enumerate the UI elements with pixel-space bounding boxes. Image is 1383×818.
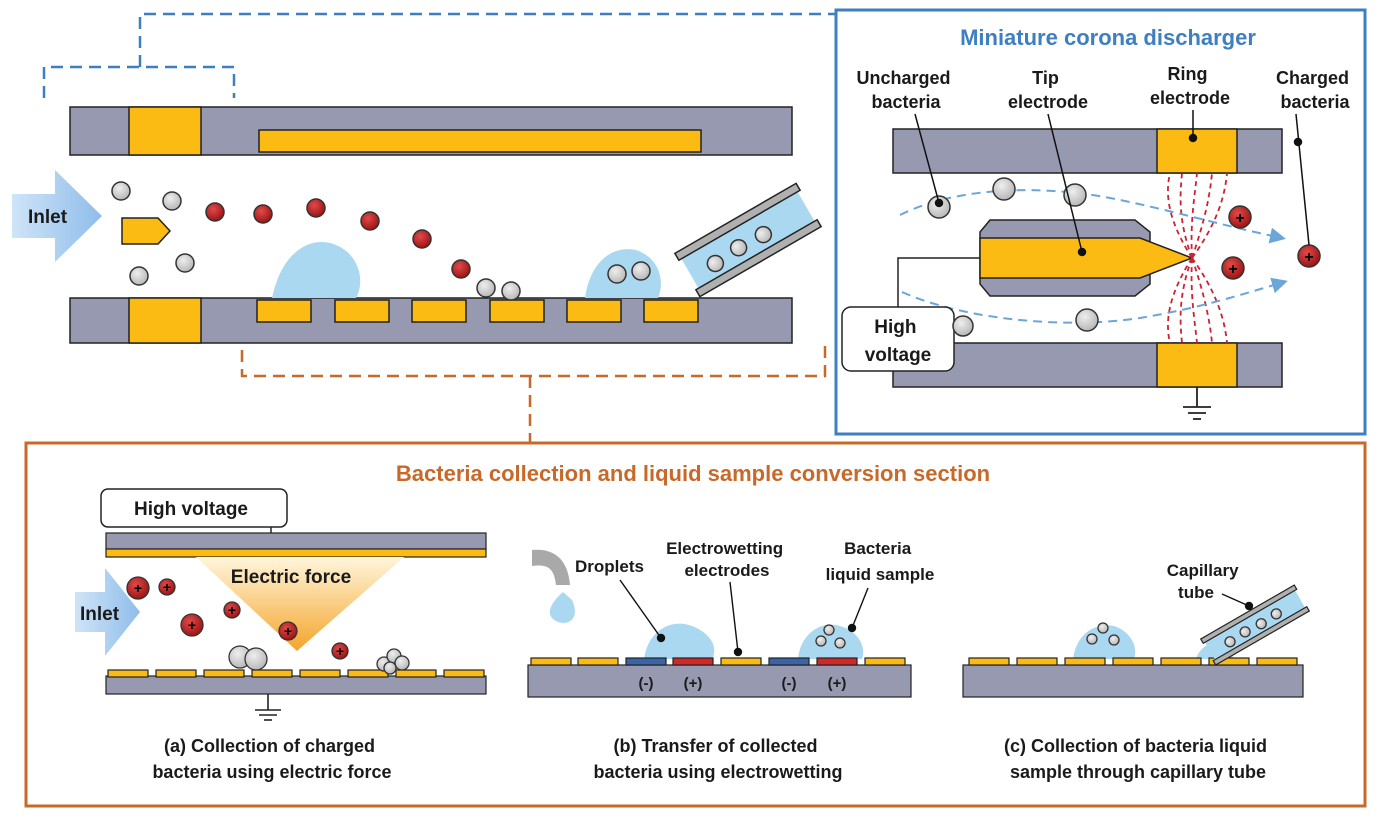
falling-droplet — [549, 592, 575, 623]
charged-label: Charged bacteria — [1276, 68, 1354, 112]
plus-sign: + — [1304, 249, 1313, 266]
corona-ground-icon — [1183, 387, 1211, 420]
corona-leader-lines — [914, 110, 1310, 257]
capillary-label: Capillary tube — [1167, 561, 1244, 602]
tip-electrode-label: Tip electrode — [1008, 68, 1088, 112]
panel-c-caption: (c) Collection of bacteria liquid sample… — [1004, 736, 1272, 782]
plus-sign: + — [163, 579, 171, 595]
main-device: Inlet — [12, 12, 836, 442]
panel-a-ground-icon — [255, 694, 281, 721]
corona-uncharged-bacteria — [927, 177, 1099, 337]
panel-c-droplet — [1073, 625, 1136, 659]
plus-sign: + — [1235, 210, 1244, 227]
electrowetting-label: Electrowetting electrodes — [666, 539, 788, 580]
corona-charged-bacteria: + + + — [1221, 205, 1321, 280]
panel-b-leader-lines — [619, 579, 869, 657]
plus-sign: + — [1228, 261, 1237, 278]
droplet-nozzle — [532, 549, 570, 585]
panel-a-caption: (a) Collection of charged bacteria using… — [152, 736, 391, 782]
panel-a-hv-box — [100, 488, 288, 528]
panel-c-capillary-tube — [1199, 584, 1311, 666]
panel-c-electrodes — [968, 657, 1298, 666]
corona-bottom-ring-electrode — [1156, 342, 1238, 388]
corona-flow-path-upper — [899, 189, 1286, 244]
plus-sign: + — [284, 623, 292, 639]
panel-a-hv-label: High voltage — [134, 499, 248, 520]
plus-sign: + — [188, 617, 196, 633]
orange-connector-line — [240, 343, 827, 442]
top-collection-electrode — [258, 129, 702, 153]
electric-force-cone — [196, 557, 404, 651]
top-ring-electrode — [128, 106, 202, 156]
panel-b-droplet-2 — [798, 624, 864, 659]
inlet-label: Inlet — [28, 207, 68, 228]
panel-c-plate — [962, 664, 1304, 698]
corona-flow-path-lower — [901, 277, 1288, 324]
panel-c: Capillary tube (c) Collection of bacteri… — [962, 561, 1311, 782]
minus-sign: (-) — [639, 675, 654, 692]
plus-sign: (+) — [828, 675, 847, 692]
electric-force-label: Electric force — [231, 567, 351, 588]
droplets-label: Droplets — [575, 557, 644, 576]
electrowetting-electrode-array — [256, 299, 699, 323]
bottom-ring-electrode — [128, 297, 202, 344]
blue-connector-line — [42, 12, 836, 98]
panel-c-leader-line — [1221, 593, 1254, 611]
corona-tip-electrode — [979, 237, 1195, 279]
corona-top-ring-electrode — [1156, 128, 1238, 174]
minus-sign: (-) — [782, 675, 797, 692]
plus-sign: + — [336, 643, 344, 659]
panel-b-droplet-1 — [644, 623, 715, 659]
charged-bacteria-group — [205, 198, 471, 279]
panel-a-inlet-arrow — [75, 568, 140, 656]
corona-title: Miniature corona discharger — [960, 25, 1256, 50]
collection-title: Bacteria collection and liquid sample co… — [396, 461, 990, 486]
uncharged-bacteria-group — [111, 181, 651, 301]
panel-c-bacteria — [1086, 622, 1120, 646]
panel-a-top-plate — [105, 532, 487, 550]
panel-a-inlet-label: Inlet — [80, 604, 120, 625]
droplet-left — [272, 242, 361, 298]
panel-b-bacteria — [815, 624, 846, 649]
panel-a-charged-bacteria — [126, 576, 349, 660]
corona-hv-wire — [897, 257, 980, 310]
collection-section-panel: Bacteria collection and liquid sample co… — [24, 441, 1367, 808]
panel-b-electrodes — [530, 657, 906, 666]
plus-sign: (+) — [684, 675, 703, 692]
tip-electrode-small — [121, 217, 172, 245]
panel-b: Droplets Electrowetting electrodes Bacte… — [527, 539, 935, 782]
ring-electrode-label: Ring electrode — [1150, 64, 1230, 108]
plus-sign: + — [228, 602, 236, 618]
panel-a-collected-bacteria — [228, 645, 410, 675]
corona-hv-label: High voltage — [865, 317, 932, 366]
panel-b-plate — [527, 664, 912, 698]
inlet-arrow — [12, 170, 102, 262]
panel-a-top-electrode — [105, 548, 487, 558]
capillary-tube — [673, 182, 823, 298]
liquid-sample-label: Bacteria liquid sample — [826, 539, 935, 584]
panel-a-bottom-electrodes — [107, 669, 485, 678]
panel-a-bottom-plate — [105, 675, 487, 695]
uncharged-label: Uncharged bacteria — [856, 68, 955, 112]
corona-field-lines — [1167, 172, 1228, 344]
plus-sign: + — [134, 580, 142, 596]
corona-discharger-panel: Miniature corona discharger Uncharged ba… — [834, 8, 1367, 436]
corona-hv-box — [841, 306, 955, 372]
panel-a: High voltage Electric force Inlet — [75, 488, 487, 782]
panel-b-caption: (b) Transfer of collected bacteria using… — [593, 736, 842, 782]
